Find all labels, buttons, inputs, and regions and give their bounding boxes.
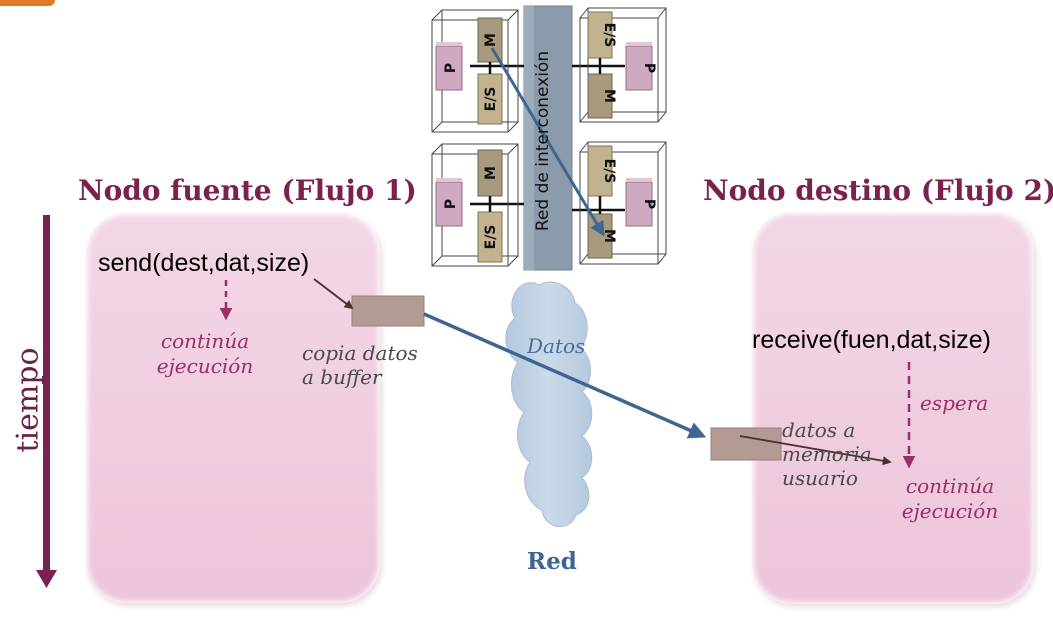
chip-label-io: E/S [601,23,617,48]
chip-label-processor: P [443,63,459,73]
source-node-title: Nodo fuente (Flujo 1) [78,174,417,207]
destination-node-box [752,212,1034,604]
chip-label-processor: P [641,63,657,73]
chip-label-memory: M [601,89,617,103]
chip-io-tl [477,73,503,125]
chip-label-io: E/S [483,225,499,250]
source-node-box [86,213,380,603]
copy-buffer-note: copia datos a buffer [302,341,418,389]
chip-processor-bl [435,178,463,227]
chip-label-memory: M [483,166,499,180]
time-axis-arrow [36,215,57,588]
chip-label-memory: M [601,229,617,243]
chip-io-tr [587,11,613,59]
destination-node-title: Nodo destino (Flujo 2) [703,174,1053,207]
data-transfer-arrow [423,312,707,439]
chip-memory-bl [477,149,503,197]
network-label: Red [527,548,577,575]
dest-wait-label: espera [920,391,989,415]
source-buffer [351,295,425,327]
chip-memory-tl [477,17,503,63]
chip-label-io: E/S [601,159,617,184]
chip-processor-tl [435,42,463,91]
chip-io-br [587,145,613,197]
user-memory-note: datos a memoria usuario [782,418,872,490]
receive-call: receive(fuen,dat,size) [752,326,992,354]
chip-label-processor: P [641,199,657,209]
chip-processor-br [625,178,653,227]
chip-processor-tr [625,42,653,91]
interconnect-label-text: Red de interconexión [533,50,553,232]
dest-continue-label: continúa ejecución [901,474,999,523]
network-cloud [505,281,593,527]
bus-lines [470,64,625,212]
source-continue-label: continúa ejecución [156,329,254,378]
time-axis-label-text: tiempo [10,347,46,453]
data-label: Datos [527,334,586,358]
chip-label-memory: M [483,33,499,47]
buffer-to-memory-arrow [739,435,892,466]
send-call: send(dest,dat,size) [98,249,310,277]
destination-buffer [710,427,782,461]
brand-corner-mark [0,0,55,6]
copy-to-buffer-arrow [313,278,354,310]
interconnect-data-path [490,47,605,237]
chip-label-io: E/S [483,87,499,112]
interconnect-bar [523,5,573,271]
chip-label-processor: P [443,199,459,209]
chip-memory-tr [587,73,613,119]
